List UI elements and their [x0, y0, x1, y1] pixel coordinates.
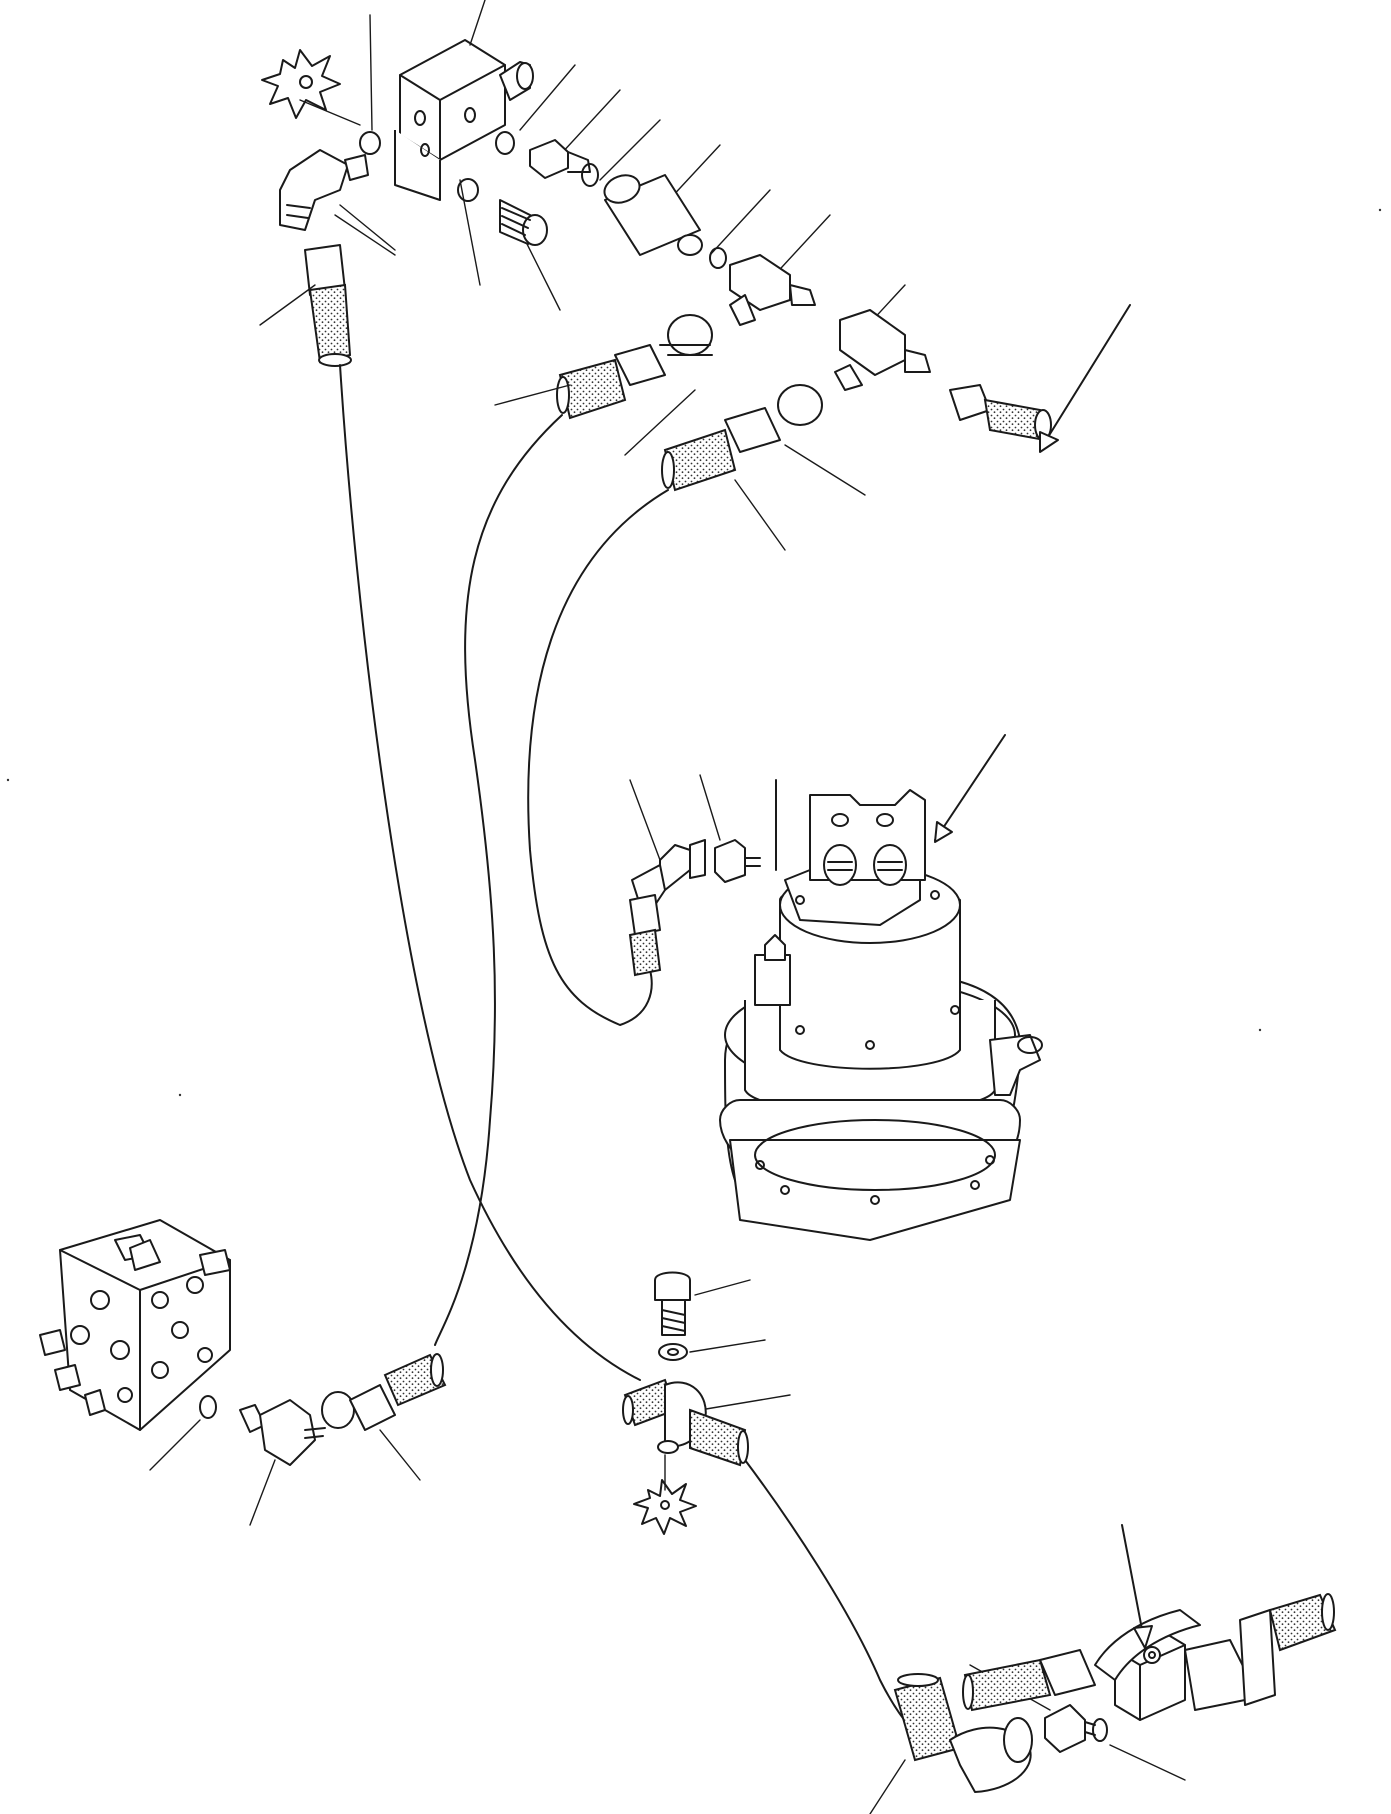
leader-hose-center-1: [494, 384, 571, 406]
leader-clamp-washer: [689, 1339, 766, 1353]
check-valve: [603, 174, 703, 256]
tee-fitting-1: [729, 254, 816, 326]
hose-ends-center: [556, 314, 823, 492]
hose-clamp: [622, 1378, 749, 1467]
o-ring-3: [457, 178, 479, 202]
speck-2: [1378, 208, 1382, 212]
arrow-line-upper-right: [1039, 304, 1131, 451]
leader-hose-center-4: [734, 479, 786, 551]
bolt-top: [499, 199, 548, 246]
leader-valve-2: [249, 1459, 276, 1526]
mounting-symbol-top: [261, 49, 361, 126]
o-ring-4: [581, 163, 599, 187]
speck-3: [178, 1093, 182, 1097]
adapter-bottom: [1044, 1704, 1096, 1753]
o-ring-valve: [199, 1395, 217, 1419]
leader-hose-center-2: [624, 389, 696, 456]
leader-valve-1: [149, 1419, 201, 1471]
hose-end-top-left: [304, 244, 352, 367]
clamp-washer-hole: [667, 1348, 679, 1356]
clamp-washer: [658, 1343, 688, 1361]
leader-hose-lower-left: [379, 1429, 421, 1481]
arrow-head-bottom: [1133, 1625, 1153, 1649]
arrow-line-bottom: [1121, 1524, 1146, 1646]
swivel-joint: [962, 1593, 1337, 1721]
leader-hose-top-left: [259, 284, 316, 326]
o-ring-5: [709, 247, 727, 269]
leader-oring-bottom: [1109, 1744, 1186, 1781]
leader-clamp: [699, 1394, 791, 1411]
block-fitting: [394, 39, 534, 201]
speck-1: [6, 778, 10, 782]
leader-motor-1: [629, 779, 661, 861]
tee-fitting-2: [834, 309, 931, 391]
elbow-fitting-valve: [239, 1399, 326, 1466]
adapter-top: [529, 139, 591, 179]
o-ring-bottom: [1092, 1718, 1108, 1742]
speck-4: [1258, 1028, 1262, 1032]
control-valve: [39, 1219, 231, 1431]
arrow-head-motor: [934, 821, 953, 843]
leader-hose-bottom: [869, 1759, 906, 1814]
leader-elbow-top: [334, 214, 396, 256]
elbow-fitting-top: [279, 149, 369, 231]
o-ring-1: [359, 131, 381, 155]
clamp-bolt: [654, 1271, 691, 1336]
arrow-head-upper-right: [1039, 431, 1059, 453]
leader-clamp-bolt: [694, 1279, 751, 1296]
hose-end-bottom: [893, 1673, 1033, 1793]
mounting-symbol-bottom: [633, 1454, 697, 1535]
o-ring-2: [495, 131, 515, 155]
hose-end-right-upper: [949, 384, 1052, 442]
arrow-line-motor: [934, 734, 1006, 841]
leader-motor-2: [699, 774, 721, 841]
leader-hose-center-3: [784, 444, 866, 496]
swing-motor: [719, 789, 1043, 1241]
motor-adapter-fittings: [628, 839, 761, 977]
hose-end-lower-left: [321, 1353, 447, 1431]
